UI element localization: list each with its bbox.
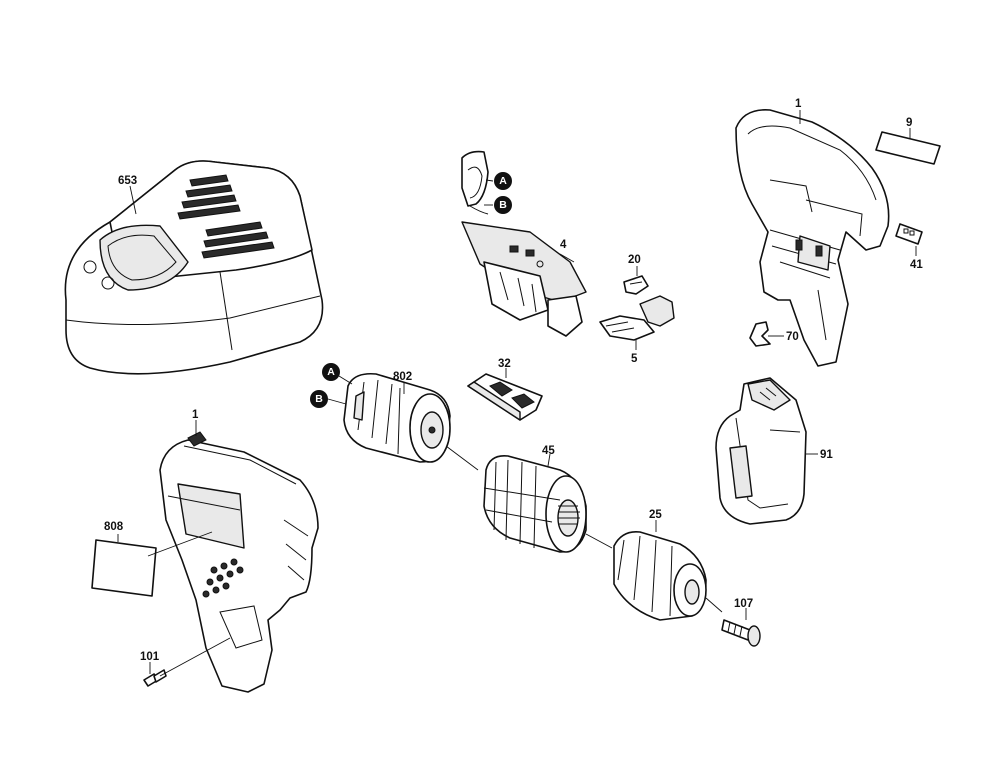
charger-part: 653 xyxy=(64,160,324,375)
plate-41-part: 41 xyxy=(895,223,923,271)
slide-5-part: 5 xyxy=(599,295,675,365)
label-802: 802 xyxy=(393,371,412,383)
nameplate-808-part: 808 xyxy=(91,521,213,597)
label-5: 5 xyxy=(631,353,638,365)
label-32: 32 xyxy=(498,358,511,370)
label-70: 70 xyxy=(786,331,799,343)
svg-text:A: A xyxy=(499,175,507,187)
housing-half-top-part: 1 xyxy=(735,98,890,367)
svg-text:B: B xyxy=(499,199,507,211)
label-91: 91 xyxy=(820,449,833,461)
label-808: 808 xyxy=(104,521,124,533)
label-653: 653 xyxy=(118,175,137,187)
switch-assembly-part: 4 xyxy=(461,150,587,337)
clip-20-part: 20 xyxy=(623,254,649,295)
marker-b-motor: B xyxy=(310,390,347,408)
svg-text:B: B xyxy=(315,393,323,405)
screw-101-part: 101 xyxy=(140,637,231,687)
housing-half-bottom-part: 1 xyxy=(159,409,319,693)
label-sticker-9-part: 9 xyxy=(875,117,941,165)
marker-b-top: B xyxy=(484,196,512,214)
label-107: 107 xyxy=(734,598,753,610)
battery-part: 91 xyxy=(715,377,833,525)
chuck-part: 25 xyxy=(613,509,723,621)
slider-32-part: 32 xyxy=(467,358,543,421)
screw-107-part: 107 xyxy=(721,598,761,647)
label-20: 20 xyxy=(628,254,641,266)
label-1-bottom: 1 xyxy=(192,409,199,421)
marker-a-top: A xyxy=(485,172,512,190)
label-41: 41 xyxy=(910,259,923,271)
label-1-top: 1 xyxy=(795,98,802,110)
label-9: 9 xyxy=(906,117,912,129)
charger-vent-slots xyxy=(177,174,275,259)
label-101: 101 xyxy=(140,651,160,663)
clip-70-part: 70 xyxy=(749,321,799,347)
label-25: 25 xyxy=(649,509,662,521)
gearbox-part: 45 xyxy=(483,445,613,553)
motor-part: 802 xyxy=(343,371,479,471)
svg-text:A: A xyxy=(327,366,335,378)
grip-dots xyxy=(202,558,244,598)
marker-a-motor: A xyxy=(322,363,353,385)
label-45: 45 xyxy=(542,445,555,457)
label-4: 4 xyxy=(560,239,567,251)
